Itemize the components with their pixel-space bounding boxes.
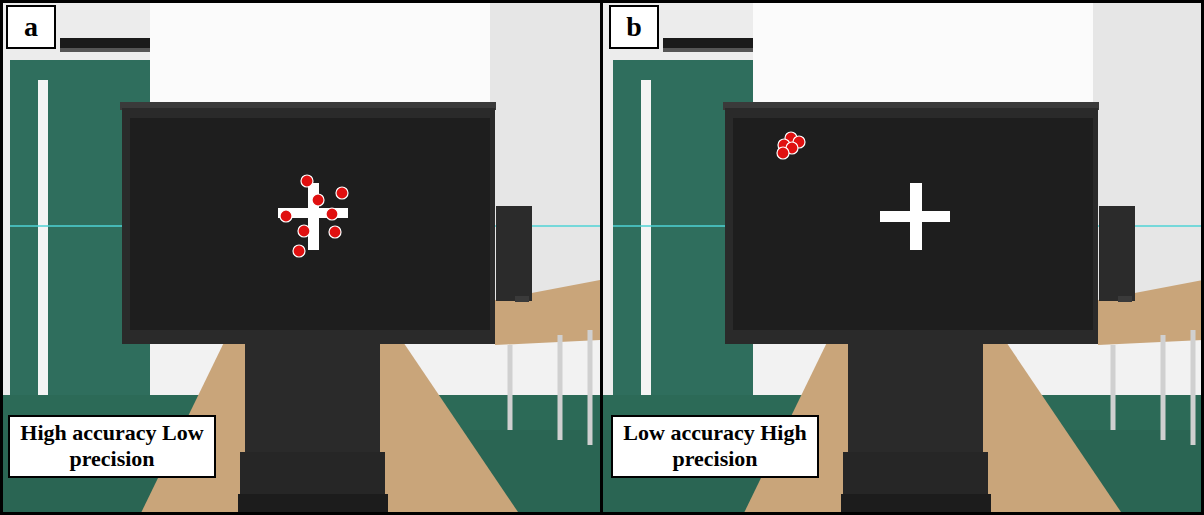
panel-letter-text: b (617, 10, 651, 44)
panel-caption: High accuracy Low precision (8, 415, 216, 478)
panel-caption: Low accuracy High precision (611, 415, 819, 478)
panel-caption-text: Low accuracy High precision (623, 420, 807, 473)
panel-letter: b (609, 5, 659, 49)
panel-letter: a (6, 5, 56, 49)
panel-caption-text: High accuracy Low precision (20, 420, 204, 473)
panel-letter-text: a (14, 10, 48, 44)
